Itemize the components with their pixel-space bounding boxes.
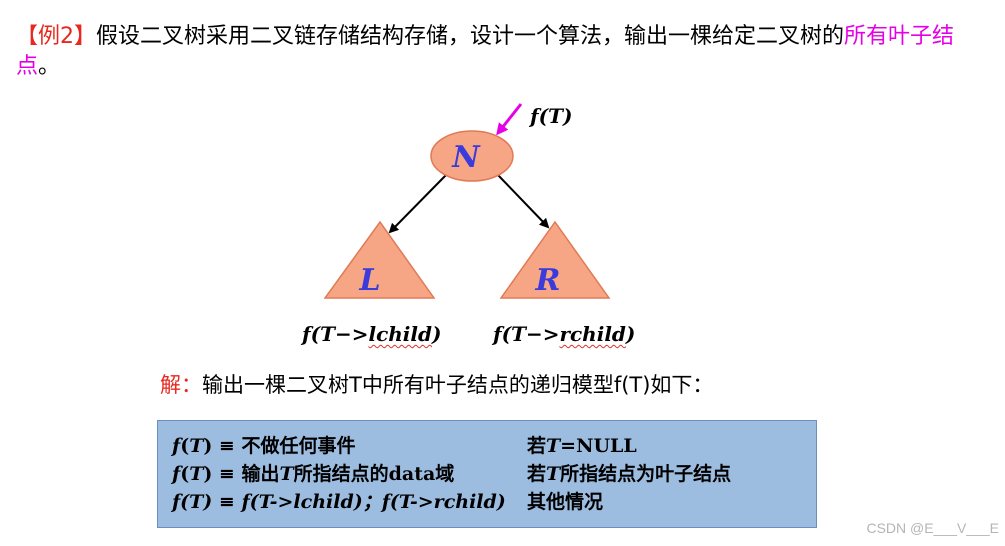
edge-left (388, 173, 448, 234)
root-node-label: N (451, 140, 481, 175)
model-row-1-expr: f(T) ≡ 不做任何事件 (172, 435, 356, 457)
right-caption-suffix: ) (625, 322, 636, 346)
left-caption-suffix: ) (431, 322, 442, 346)
right-caption-arrow: −> (525, 322, 560, 346)
edge-right (496, 173, 550, 229)
solution-line: 解：输出一棵二叉树T中所有叶子结点的递归模型f(T)如下： (160, 371, 713, 399)
problem-text: 假设二叉树采用二叉链存储结构存储，设计一个算法，输出一棵给定二叉树的 (96, 24, 845, 49)
model-row-1-cond: 若T=NULL (527, 435, 637, 457)
watermark: CSDN @E___V___E (866, 520, 999, 536)
problem-statement: 【例2】假设二叉树采用二叉链存储结构存储，设计一个算法，输出一棵给定二叉树的所有… (16, 22, 991, 82)
left-caption-field: lchild (368, 322, 432, 346)
solution-label: 解： (160, 373, 202, 397)
recursive-model-box: f(T) ≡ 不做任何事件 若T=NULL f(T) ≡ 输出T所指结点的dat… (157, 420, 817, 528)
left-caption: f(T−>lchild) (302, 322, 441, 346)
left-caption-arrow: −> (334, 322, 369, 346)
right-subtree-label: R (535, 263, 561, 298)
example-tag: 【例2】 (16, 24, 96, 49)
problem-end: 。 (38, 54, 61, 79)
pointer-arrow (496, 103, 523, 136)
right-caption-field: rchild (559, 322, 626, 346)
right-caption-prefix: f(T (493, 322, 526, 346)
right-caption: f(T−>rchild) (493, 322, 635, 346)
model-row-2-expr: f(T) ≡ 输出T所指结点的data域 (172, 463, 455, 485)
model-row-3-expr: f(T) ≡ f(T->lchild)；f(T->rchild) (172, 491, 506, 513)
left-subtree-label: L (358, 263, 380, 298)
model-row-2-cond: 若T所指结点为叶子结点 (527, 463, 732, 485)
left-caption-prefix: f(T (302, 322, 335, 346)
solution-text: 输出一棵二叉树T中所有叶子结点的递归模型f(T)如下： (202, 373, 714, 397)
problem-highlight: 所有叶子结点 (16, 24, 955, 79)
pointer-label: f(T) (530, 104, 573, 128)
model-row-3-cond: 其他情况 (527, 491, 604, 513)
